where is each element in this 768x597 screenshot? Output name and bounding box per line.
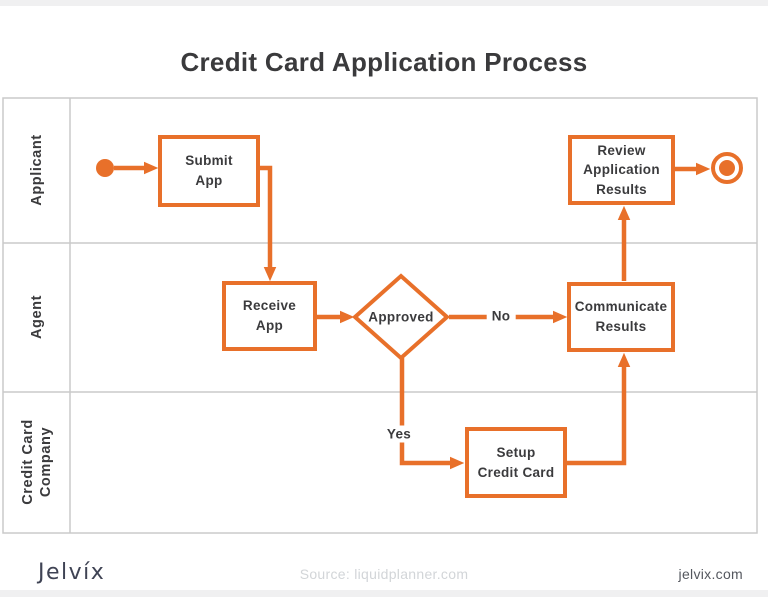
swimlane-grid [2,97,758,534]
start-event-icon [96,159,114,177]
node-communicate-results: Communicate Results [567,282,675,352]
source-attribution: Source: liquidplanner.com [299,566,469,582]
bottom-strip [0,590,768,597]
jelvix-site-link: jelvix.com [678,566,743,582]
flow-decision-yes [399,358,465,470]
lane-label-applicant: Applicant [28,134,45,206]
lane-label-credit-card-company: Credit Card Company [19,419,54,505]
node-receive-app: Receive App [222,281,317,351]
decision-label-approved: Approved [368,309,434,325]
lane-label-agent: Agent [28,294,45,340]
flow-setup-to-communicate [567,352,631,466]
node-setup-credit-card: Setup Credit Card [465,427,567,498]
node-submit-app: Submit App [158,135,260,207]
node-review-application-results: Review Application Results [568,135,675,205]
flow-submit-to-receive [260,165,277,282]
end-event-icon [711,152,743,184]
decision-diamond [351,273,451,361]
edge-label-no: No [486,307,516,325]
page-title: Credit Card Application Process [180,47,588,78]
top-strip [0,0,768,6]
edge-label-yes: Yes [381,425,417,443]
jelvix-logo: Jelvíx [38,560,106,585]
